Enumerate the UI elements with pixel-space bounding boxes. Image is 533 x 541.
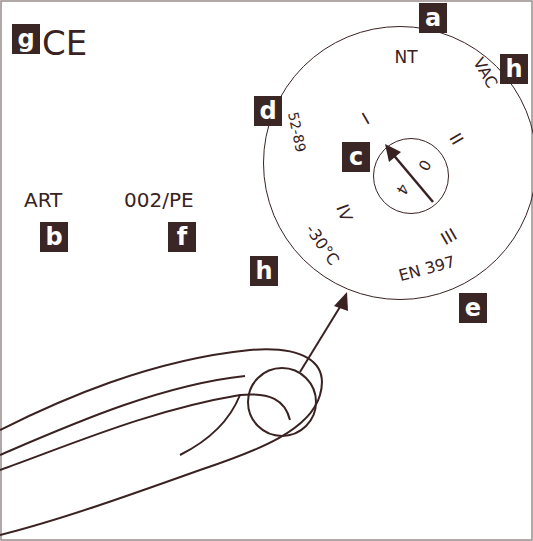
dial-digit: 0	[415, 157, 433, 173]
article-text: ART	[24, 190, 62, 210]
callout-letter: h	[250, 256, 278, 286]
arrow-head	[334, 292, 348, 311]
callout-letter: a	[419, 3, 447, 33]
callout-letter: g	[12, 24, 40, 54]
article-code: 002/PE	[124, 190, 194, 210]
callout-letter: f	[168, 222, 196, 252]
marking-text: III	[438, 226, 460, 248]
marking-text: -30°C	[302, 222, 341, 268]
callout-letter: h	[500, 54, 528, 84]
marking-text: IV	[333, 202, 355, 223]
callout-letter: b	[40, 222, 68, 252]
dial-digit: 4	[393, 181, 411, 197]
callout-letter: d	[254, 96, 282, 126]
date-dial: 04	[373, 138, 449, 214]
marking-text: II	[446, 130, 466, 147]
marking-text: NT	[394, 49, 417, 66]
marking-text: EN 397	[397, 254, 457, 284]
marking-text: I	[360, 110, 373, 127]
ce-mark: CE	[42, 26, 87, 60]
marking-text: 52-89	[286, 111, 308, 154]
strap-drawing	[0, 302, 343, 535]
callout-letter: e	[459, 293, 487, 323]
dial-arrow	[373, 138, 449, 214]
marking-text: VAC	[470, 55, 500, 91]
marking-circle: NTVAC52-89-30°CEN 397IIIIIIIV04	[263, 26, 533, 300]
callout-letter: c	[342, 142, 370, 172]
